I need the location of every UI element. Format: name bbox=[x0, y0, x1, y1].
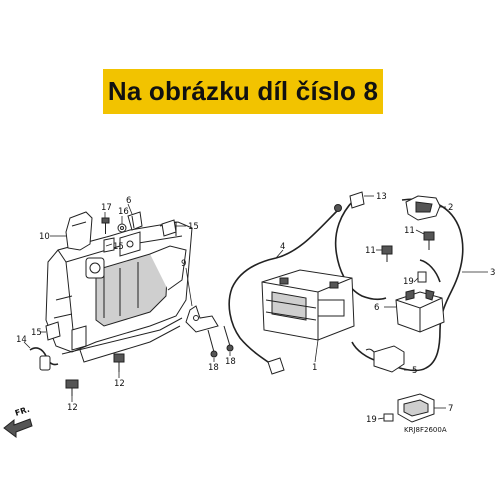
part-9-bracket bbox=[185, 305, 219, 333]
callout-11-lower: 11 bbox=[365, 246, 376, 256]
part-11-bolt-upper bbox=[423, 231, 435, 250]
callout-3: 3 bbox=[490, 268, 495, 278]
front-direction-arrow: FR. bbox=[3, 405, 33, 438]
part-15-clip-lower bbox=[45, 321, 61, 341]
diagram-code: KRJ8F2600A bbox=[404, 426, 447, 434]
callout-2: 2 bbox=[448, 203, 453, 213]
callout-15-lower: 15 bbox=[31, 328, 42, 338]
callout-16: 16 bbox=[118, 207, 129, 217]
callout-12-right: 12 bbox=[114, 379, 125, 389]
part-5-terminal-boot bbox=[365, 345, 405, 373]
part-16-washer bbox=[117, 223, 127, 233]
callout-14: 14 bbox=[16, 335, 27, 345]
callout-15-upper: 15 bbox=[188, 222, 199, 232]
callout-4: 4 bbox=[280, 242, 285, 252]
part-19-fuse-lower bbox=[383, 413, 394, 422]
callout-18-right: 18 bbox=[225, 357, 236, 367]
part-14-strap bbox=[29, 347, 59, 371]
part-4-negative-cable bbox=[228, 204, 342, 375]
part-2-cover bbox=[405, 195, 441, 221]
part-1-battery bbox=[261, 269, 355, 341]
callout-13: 13 bbox=[376, 192, 387, 202]
part-18-screw-left bbox=[207, 329, 218, 358]
callout-9: 9 bbox=[181, 259, 186, 269]
part-number-banner: Na obrázku díl číslo 8 bbox=[103, 69, 383, 114]
part-15-clip-upper bbox=[161, 219, 177, 237]
part-12-bolt-right bbox=[113, 353, 125, 372]
callout-15-middle: 15 bbox=[113, 242, 124, 252]
part-18-screw-right bbox=[223, 325, 234, 352]
part-19-fuse bbox=[417, 271, 427, 283]
callout-6: 6 bbox=[374, 303, 379, 313]
part-7-relay-cover bbox=[397, 393, 435, 423]
front-direction-label: FR. bbox=[14, 405, 31, 418]
callout-18-left: 18 bbox=[208, 363, 219, 373]
callout-19-upper: 19 bbox=[403, 277, 414, 287]
callout-1: 1 bbox=[312, 363, 317, 373]
callout-5: 5 bbox=[412, 366, 417, 376]
callout-12-left: 12 bbox=[67, 403, 78, 413]
battery-box bbox=[45, 221, 193, 363]
part-8-clip bbox=[127, 211, 143, 231]
callout-labels: 10 17 6 16 15 15 15 14 12 12 9 18 18 4 1… bbox=[16, 192, 495, 434]
callout-8: 6 bbox=[126, 196, 131, 206]
callout-leaders bbox=[23, 195, 488, 420]
part-11-bolt-lower bbox=[381, 245, 393, 262]
callout-10: 10 bbox=[39, 232, 50, 242]
callout-19-lower: 19 bbox=[366, 415, 377, 425]
callout-11-upper: 11 bbox=[404, 226, 415, 236]
callout-7: 7 bbox=[448, 404, 453, 414]
part-6-starter-relay bbox=[395, 289, 445, 333]
part-10-cover bbox=[65, 211, 93, 251]
part-17-bolt bbox=[101, 217, 110, 234]
callout-17: 17 bbox=[101, 203, 112, 213]
part-12-bolt-left bbox=[65, 379, 79, 396]
